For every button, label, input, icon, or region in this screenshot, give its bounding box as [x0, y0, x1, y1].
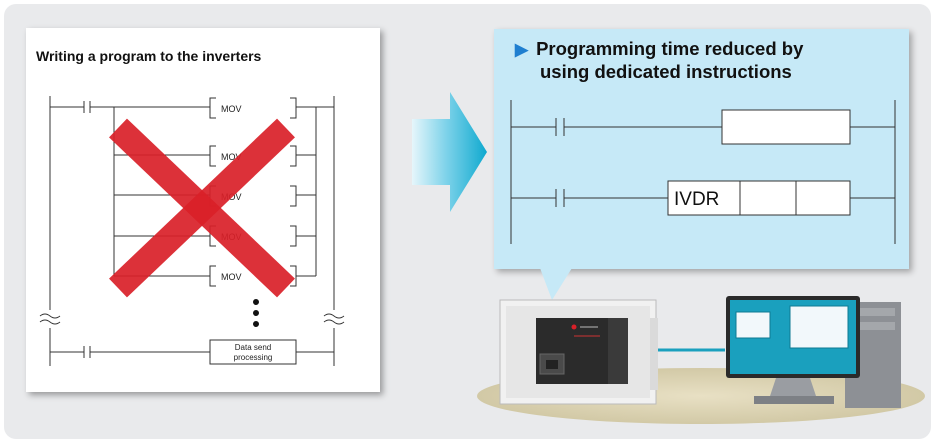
- ellipsis-dot: [253, 321, 259, 327]
- triangle-bullet-icon: ▶: [515, 40, 529, 59]
- arrow-right-icon: [412, 92, 487, 212]
- callout-title: ▶ Programming time reduced by using dedic…: [515, 38, 803, 83]
- left-panel-title: Writing a program to the inverters: [36, 48, 262, 64]
- callout-tail: [540, 268, 572, 300]
- callout-title-line1: Programming time reduced by: [536, 38, 804, 59]
- dedicated-instructions-callout: [494, 29, 909, 269]
- ivdr-instruction-label: IVDR: [674, 189, 719, 210]
- left-ladder: [39, 96, 345, 366]
- ellipsis-dot: [253, 299, 259, 305]
- mov-label: MOV: [221, 104, 242, 114]
- callout-title-line2: using dedicated instructions: [540, 61, 792, 82]
- mov-label: MOV: [221, 152, 242, 162]
- monitor: [726, 296, 860, 404]
- right-ladder: [510, 100, 896, 244]
- data-send-label-line2: processing: [234, 353, 273, 362]
- ellipsis-dot: [253, 310, 259, 316]
- plc-unit: [499, 299, 658, 405]
- data-send-label-line1: Data send: [235, 343, 271, 352]
- cross-mark-icon: [109, 118, 295, 298]
- mov-label: MOV: [221, 272, 242, 282]
